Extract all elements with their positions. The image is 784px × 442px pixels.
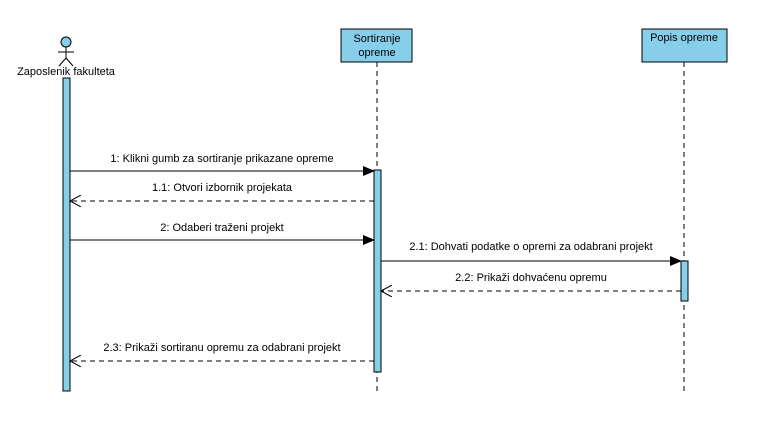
- actor-figure: [58, 36, 74, 67]
- lifeline-sortiranje-title-line-2: opreme: [358, 47, 395, 59]
- lifeline-popis-title: Popis opreme: [650, 32, 718, 44]
- message-2-2-label: 2.2: Prikaži dohvaćenu opremu: [455, 272, 607, 284]
- message-1-1-label: 1.1: Otvori izbornik projekata: [152, 182, 293, 194]
- actor-name: Zaposlenik fakulteta: [17, 66, 116, 78]
- message-2-label: 2: Odaberi traženi projekt: [160, 222, 284, 234]
- actor-leg-right: [65, 57, 74, 67]
- message-2-3-label: 2.3: Prikaži sortiranu opremu za odabran…: [103, 342, 340, 354]
- message-1-label: 1: Klikni gumb za sortiranje prikazane o…: [110, 153, 333, 165]
- lifeline-sortiranje-title-line-1: Sortiranje: [353, 33, 400, 45]
- lifeline-popis-activation: [680, 260, 689, 302]
- lifeline-sortiranje-activation: [373, 169, 382, 373]
- actor-leg-left: [58, 57, 67, 67]
- message-2-1-label: 2.1: Dohvati podatke o opremi za odabran…: [409, 241, 652, 253]
- actor-activation-bar: [62, 77, 71, 392]
- actor-head: [60, 36, 72, 48]
- lifeline-sortiranje-box[interactable]: [340, 28, 413, 63]
